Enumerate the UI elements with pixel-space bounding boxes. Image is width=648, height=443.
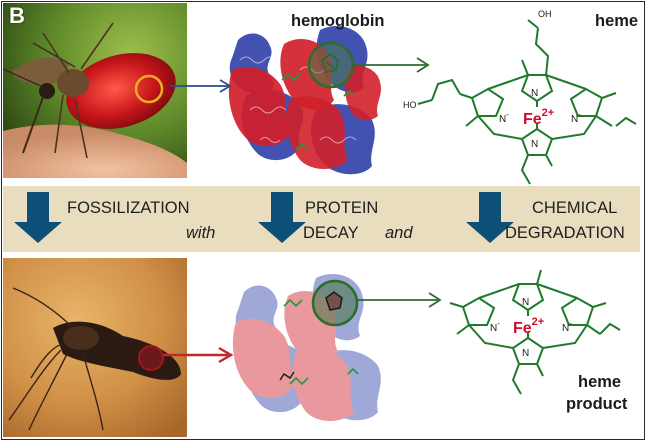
arrow-mosquito-to-hemoglobin <box>170 79 232 93</box>
step-chemical: CHEMICAL <box>532 199 618 217</box>
step-degradation: DEGRADATION <box>505 224 625 242</box>
product-nitrogen-bottom: N <box>522 348 529 359</box>
heme-anion-left: N- <box>499 110 509 125</box>
down-arrow-chemical-degradation <box>466 192 514 243</box>
panel-label: B <box>9 3 25 28</box>
hemoglobin-label: hemoglobin <box>291 12 385 30</box>
heme-nitrogen-bottom: N <box>531 139 538 150</box>
carboxyl-ho-label: HO <box>403 100 417 110</box>
arrow-fossil-to-protein <box>163 346 234 364</box>
hemoglobin-protein <box>228 25 381 175</box>
step-decay-and: and <box>385 224 413 242</box>
product-nitrogen-top: N <box>522 297 529 308</box>
heme-label: heme <box>595 12 639 30</box>
heme-anion-right: N- <box>571 110 581 125</box>
step-fossilization: FOSSILIZATION <box>67 199 190 217</box>
step-protein: PROTEIN <box>305 199 379 217</box>
heme-product-label-line2: product <box>566 395 628 413</box>
heme-structure <box>417 19 637 185</box>
heme-product-label-line1: heme <box>578 373 622 391</box>
step-fossilization-with: with <box>186 224 216 242</box>
heme-nitrogen-top: N <box>531 88 538 99</box>
mosquito-photo <box>3 3 187 178</box>
heme-product-structure <box>449 269 621 395</box>
carboxyl-oh-label: OH <box>538 9 552 19</box>
down-arrow-protein-decay <box>258 192 306 243</box>
arrow-protein-to-heme-product <box>356 292 442 308</box>
product-anion-right: N- <box>562 319 572 334</box>
product-iron-label: Fe2+ <box>513 316 544 337</box>
decayed-protein <box>232 273 381 421</box>
step-decay: DECAY <box>303 224 359 242</box>
process-band <box>3 186 640 252</box>
fossil-photo <box>3 258 187 437</box>
down-arrow-fossilization <box>14 192 62 243</box>
arrow-hemoglobin-to-heme <box>352 57 430 73</box>
product-anion-left: N- <box>490 319 500 334</box>
heme-iron-label: Fe2+ <box>523 107 554 128</box>
